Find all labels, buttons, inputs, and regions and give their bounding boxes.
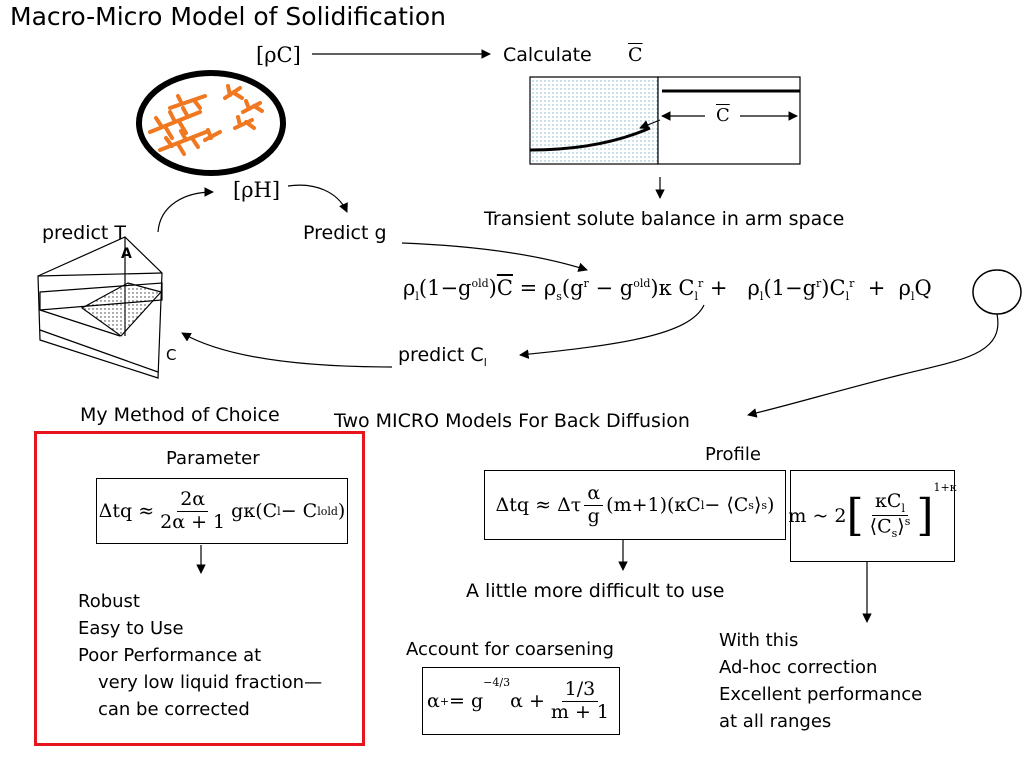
arrow-predictT-rhoH bbox=[157, 187, 214, 233]
triangular-prism bbox=[37, 236, 163, 379]
corner-a-label: A bbox=[121, 246, 132, 262]
list-item: can be corrected bbox=[98, 699, 250, 720]
arrow-rhoH-predictg bbox=[287, 184, 348, 213]
rho-c-label: [ρC] bbox=[256, 43, 301, 67]
list-item: With this bbox=[719, 630, 799, 651]
solute-balance-equation: ρl(1−gold)C = ρs(gr − gold)κ Clr + ρl(1−… bbox=[403, 276, 932, 304]
transient-label: Transient solute balance in arm space bbox=[484, 208, 845, 230]
list-item: Excellent performance bbox=[719, 684, 923, 705]
arrow-eq-predictCl bbox=[519, 304, 705, 359]
dendrite-cluster bbox=[148, 84, 264, 156]
list-item: very low liquid fraction— bbox=[98, 672, 323, 693]
rho-h-label: [ρH] bbox=[233, 178, 281, 202]
arrow-q-twomicro bbox=[747, 313, 999, 418]
list-item: Poor Performance at bbox=[78, 645, 262, 666]
calculate-label: Calculate bbox=[503, 44, 592, 66]
arm-space-schematic bbox=[529, 76, 801, 165]
method-of-choice-box bbox=[34, 431, 365, 746]
m-relation-equation: m ~ 2[κCl⟨Cs⟩s]1+κ bbox=[788, 470, 957, 562]
c-bar-label: C bbox=[628, 44, 643, 66]
list-item: Ad-hoc correction bbox=[719, 657, 878, 678]
profile-label: Profile bbox=[705, 444, 761, 465]
arrow-predictCl-C bbox=[181, 332, 393, 368]
grain-ellipse bbox=[136, 70, 286, 176]
corner-c-label: C bbox=[166, 346, 177, 364]
predict-t-label: predict T bbox=[42, 222, 127, 244]
c-bar-inner-label: C bbox=[713, 105, 733, 126]
list-item: Robust bbox=[78, 591, 140, 612]
two-micro-label: Two MICRO Models For Back Diffusion bbox=[334, 410, 690, 432]
q-circle bbox=[972, 269, 1022, 315]
account-coarsening-label: Account for coarsening bbox=[406, 639, 614, 660]
predict-g-label: Predict g bbox=[303, 222, 387, 244]
right-conclusions: With this Ad-hoc correction Excellent pe… bbox=[719, 627, 922, 735]
little-more-label: A little more difficult to use bbox=[466, 580, 725, 602]
predict-cl-label: predict Cl bbox=[398, 344, 487, 369]
list-item: Easy to Use bbox=[78, 618, 184, 639]
list-item: at all ranges bbox=[719, 711, 832, 732]
parameter-label: Parameter bbox=[166, 448, 260, 469]
slide-title: Macro-Micro Model of Solidification bbox=[10, 2, 446, 31]
my-method-label: My Method of Choice bbox=[80, 404, 280, 426]
arrow-predictg-eq bbox=[401, 242, 588, 272]
left-conclusions: Robust Easy to Use Poor Performance at v… bbox=[78, 588, 322, 723]
